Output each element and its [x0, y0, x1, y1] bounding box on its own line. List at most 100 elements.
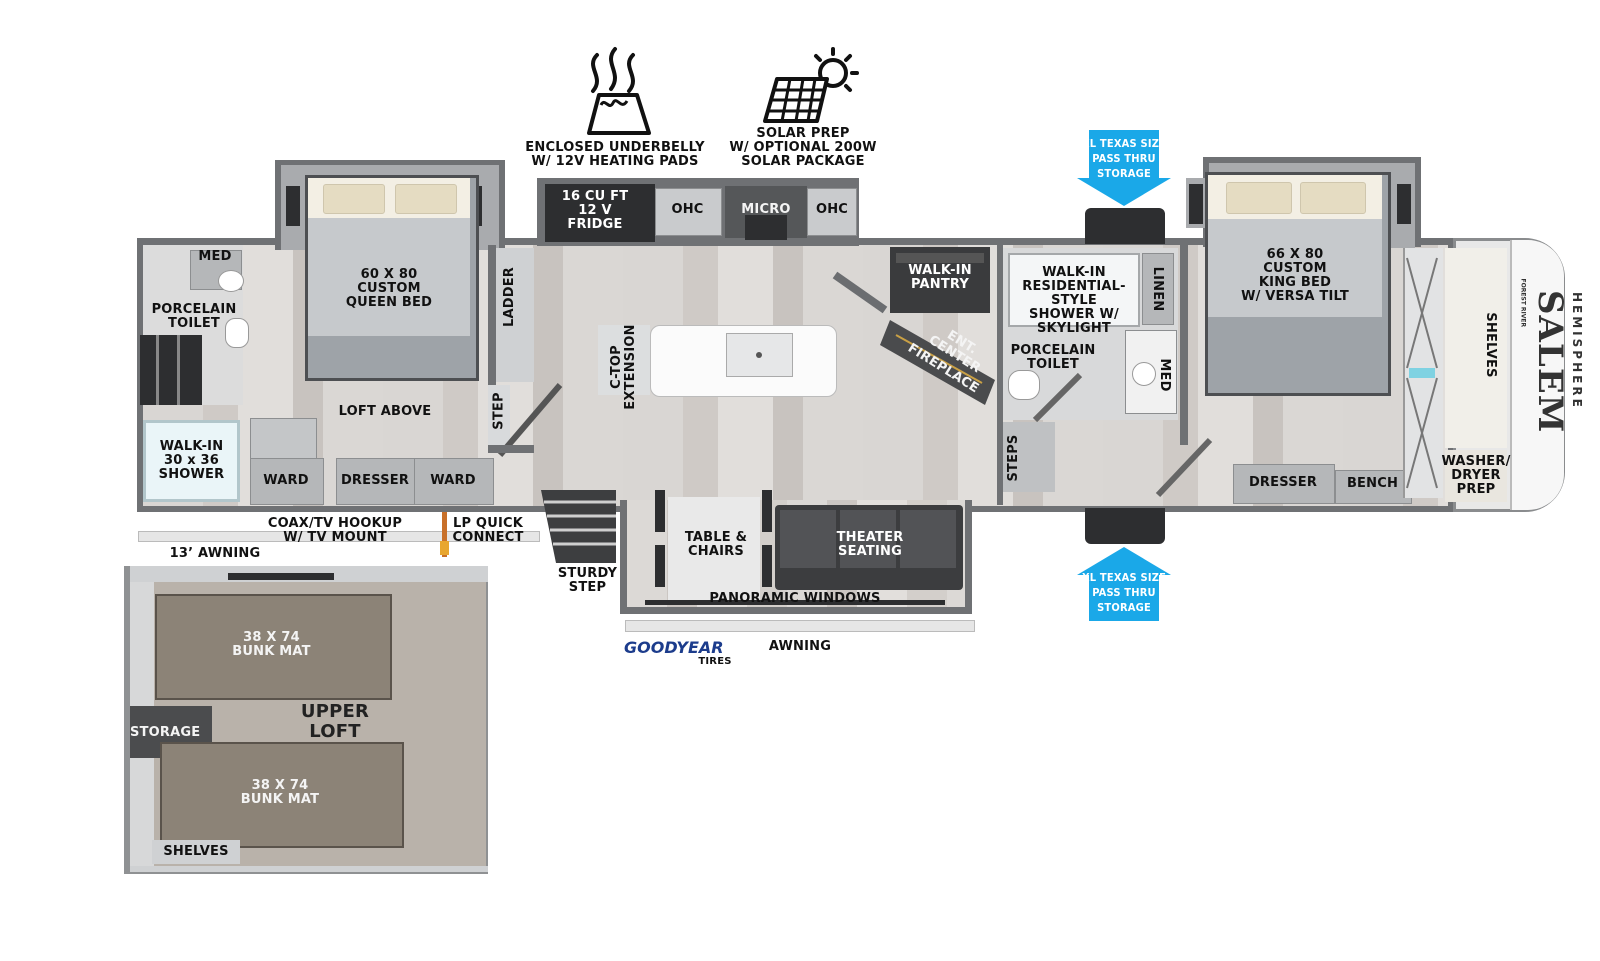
- sink-drain-icon: [756, 352, 762, 358]
- linen-label: LINEN: [1150, 266, 1165, 312]
- hemisphere-logo: HEMISPHERE: [1570, 292, 1584, 410]
- theater-seating-label: THEATER SEATING: [836, 530, 904, 559]
- fridge: [545, 184, 655, 242]
- c-top-extension: [598, 325, 650, 395]
- ward-left-label: WARD: [263, 473, 309, 488]
- underbelly-label: ENCLOSED UNDERBELLY W/ 12V HEATING PADS: [525, 140, 705, 169]
- ohc-right-label: OHC: [815, 202, 849, 217]
- microwave-door: [745, 215, 787, 240]
- sturdy-step-icon: [541, 490, 616, 563]
- solar-label: SOLAR PREP W/ OPTIONAL 200W SOLAR PACKAG…: [729, 126, 877, 169]
- loft-front-wall: [130, 866, 488, 872]
- ohc-left-label: OHC: [671, 202, 704, 217]
- bench-label: BENCH: [1346, 476, 1399, 491]
- porcelain-toilet-label: PORCELAIN TOILET: [151, 302, 237, 331]
- coax-label: COAX/TV HOOKUP W/ TV MOUNT: [267, 516, 403, 545]
- bunk-mat-top: [155, 594, 392, 700]
- step-divider: [156, 335, 159, 405]
- bunk-mat-top-label: 38 X 74 BUNK MAT: [232, 630, 311, 659]
- front-cap: [1510, 240, 1564, 510]
- wardrobe-door-icon: [1406, 257, 1438, 489]
- ent-center-fireplace-icon: [832, 271, 995, 405]
- chair: [762, 490, 772, 532]
- king-bed-label: 66 X 80 CUSTOM KING BED W/ VERSA TILT: [1241, 247, 1349, 304]
- lp-connector-icon: [440, 541, 449, 555]
- pass-thru-door-top: [1085, 208, 1165, 244]
- fridge-label: 16 CU FT 12 V FRIDGE: [561, 189, 629, 232]
- storage-arrow-down-icon: [1077, 130, 1171, 206]
- rear-dresser: [1233, 464, 1335, 504]
- pillow: [323, 184, 385, 214]
- med-label: MED: [198, 249, 232, 264]
- door-swing-icon: [497, 383, 563, 457]
- rear-dresser-label: DRESSER: [1248, 475, 1318, 490]
- linen-cabinet: [1142, 253, 1174, 325]
- toilet-icon: [225, 318, 249, 348]
- rear-steps-label: STEPS: [1006, 434, 1021, 482]
- rear-toilet-label: PORCELAIN TOILET: [1010, 343, 1096, 372]
- living-awning: [625, 620, 975, 632]
- tires-label: TIRES: [698, 656, 732, 667]
- pantry-label: WALK-IN PANTRY: [908, 263, 972, 292]
- awning-label: AWNING: [768, 639, 832, 654]
- seat: [780, 510, 836, 568]
- bath-door-icon: [1032, 372, 1083, 423]
- micro-label: MICRO: [741, 202, 791, 217]
- goodyear-logo: GOODYEAR: [624, 638, 724, 657]
- step-block: [488, 385, 510, 445]
- dinette-table: [668, 497, 760, 601]
- ward-cabinet-top: [250, 418, 317, 460]
- ward-right-label: WARD: [430, 473, 476, 488]
- ward-right: [414, 458, 494, 505]
- rear-steps: [1003, 422, 1055, 492]
- bunk-mat-bottom: [160, 742, 404, 848]
- queen-bed-sheet: [308, 218, 470, 336]
- step-divider: [177, 335, 180, 405]
- dresser-front-label: DRESSER: [340, 473, 410, 488]
- rear-bedroom-partition: [1180, 245, 1188, 445]
- washer-dryer-label: WASHER/ DRYER PREP: [1441, 454, 1511, 497]
- ladder-label: LADDER: [502, 266, 517, 328]
- ward-left: [250, 458, 324, 505]
- window-left: [286, 186, 300, 226]
- residential-shower: [1008, 253, 1140, 327]
- loft-window: [228, 573, 334, 580]
- panoramic-windows-label: PANORAMIC WINDOWS: [709, 591, 881, 606]
- pillow: [1300, 182, 1366, 214]
- pillow: [395, 184, 457, 214]
- king-bed-sheet: [1208, 219, 1382, 317]
- ladder-area: [496, 248, 534, 382]
- pillow: [1226, 182, 1292, 214]
- walk-in-shower-label: WALK-IN 30 x 36 SHOWER: [158, 439, 225, 482]
- rear-toilet-icon: [1008, 370, 1040, 400]
- panoramic-window-line: [645, 600, 945, 605]
- rear-med-label: MED: [1157, 358, 1172, 392]
- chair: [655, 490, 665, 532]
- entry-steps-left: [140, 335, 202, 405]
- table-chairs-label: TABLE & CHAIRS: [684, 530, 748, 559]
- shelves-area: [1445, 248, 1507, 448]
- bath-partition: [997, 245, 1003, 505]
- loft-storage-label: STORAGE: [130, 725, 201, 740]
- bunk-mat-bottom-label: 38 X 74 BUNK MAT: [240, 778, 320, 807]
- heating-pads-icon: [587, 47, 651, 135]
- forest-river-logo: FOREST RIVER: [1519, 278, 1527, 328]
- storage-callout-top: XL TEXAS SIZE PASS THRU STORAGE: [1081, 137, 1167, 180]
- lp-quick-connect-label: LP QUICK CONNECT: [452, 516, 524, 545]
- c-top-label: C-TOP EXTENSION: [609, 324, 638, 410]
- loft-shelves-label: SHELVES: [163, 844, 229, 859]
- loft-shelves: [152, 840, 240, 864]
- ohc-right: [807, 188, 857, 236]
- dresser-front: [336, 458, 416, 505]
- chair: [655, 545, 665, 587]
- washer-dryer-area: [1445, 450, 1507, 502]
- sturdy-step-label: STURDY STEP: [557, 566, 618, 595]
- bedroom-door-icon: [1155, 437, 1213, 498]
- front-shower: [143, 420, 240, 502]
- window-left: [1189, 184, 1203, 224]
- front-awning-label: 13’ AWNING: [169, 546, 261, 561]
- rear-sink-icon: [1132, 362, 1156, 386]
- pass-thru-door-bottom: [1085, 508, 1165, 544]
- queen-bed-label: 60 X 80 CUSTOM QUEEN BED: [345, 267, 433, 310]
